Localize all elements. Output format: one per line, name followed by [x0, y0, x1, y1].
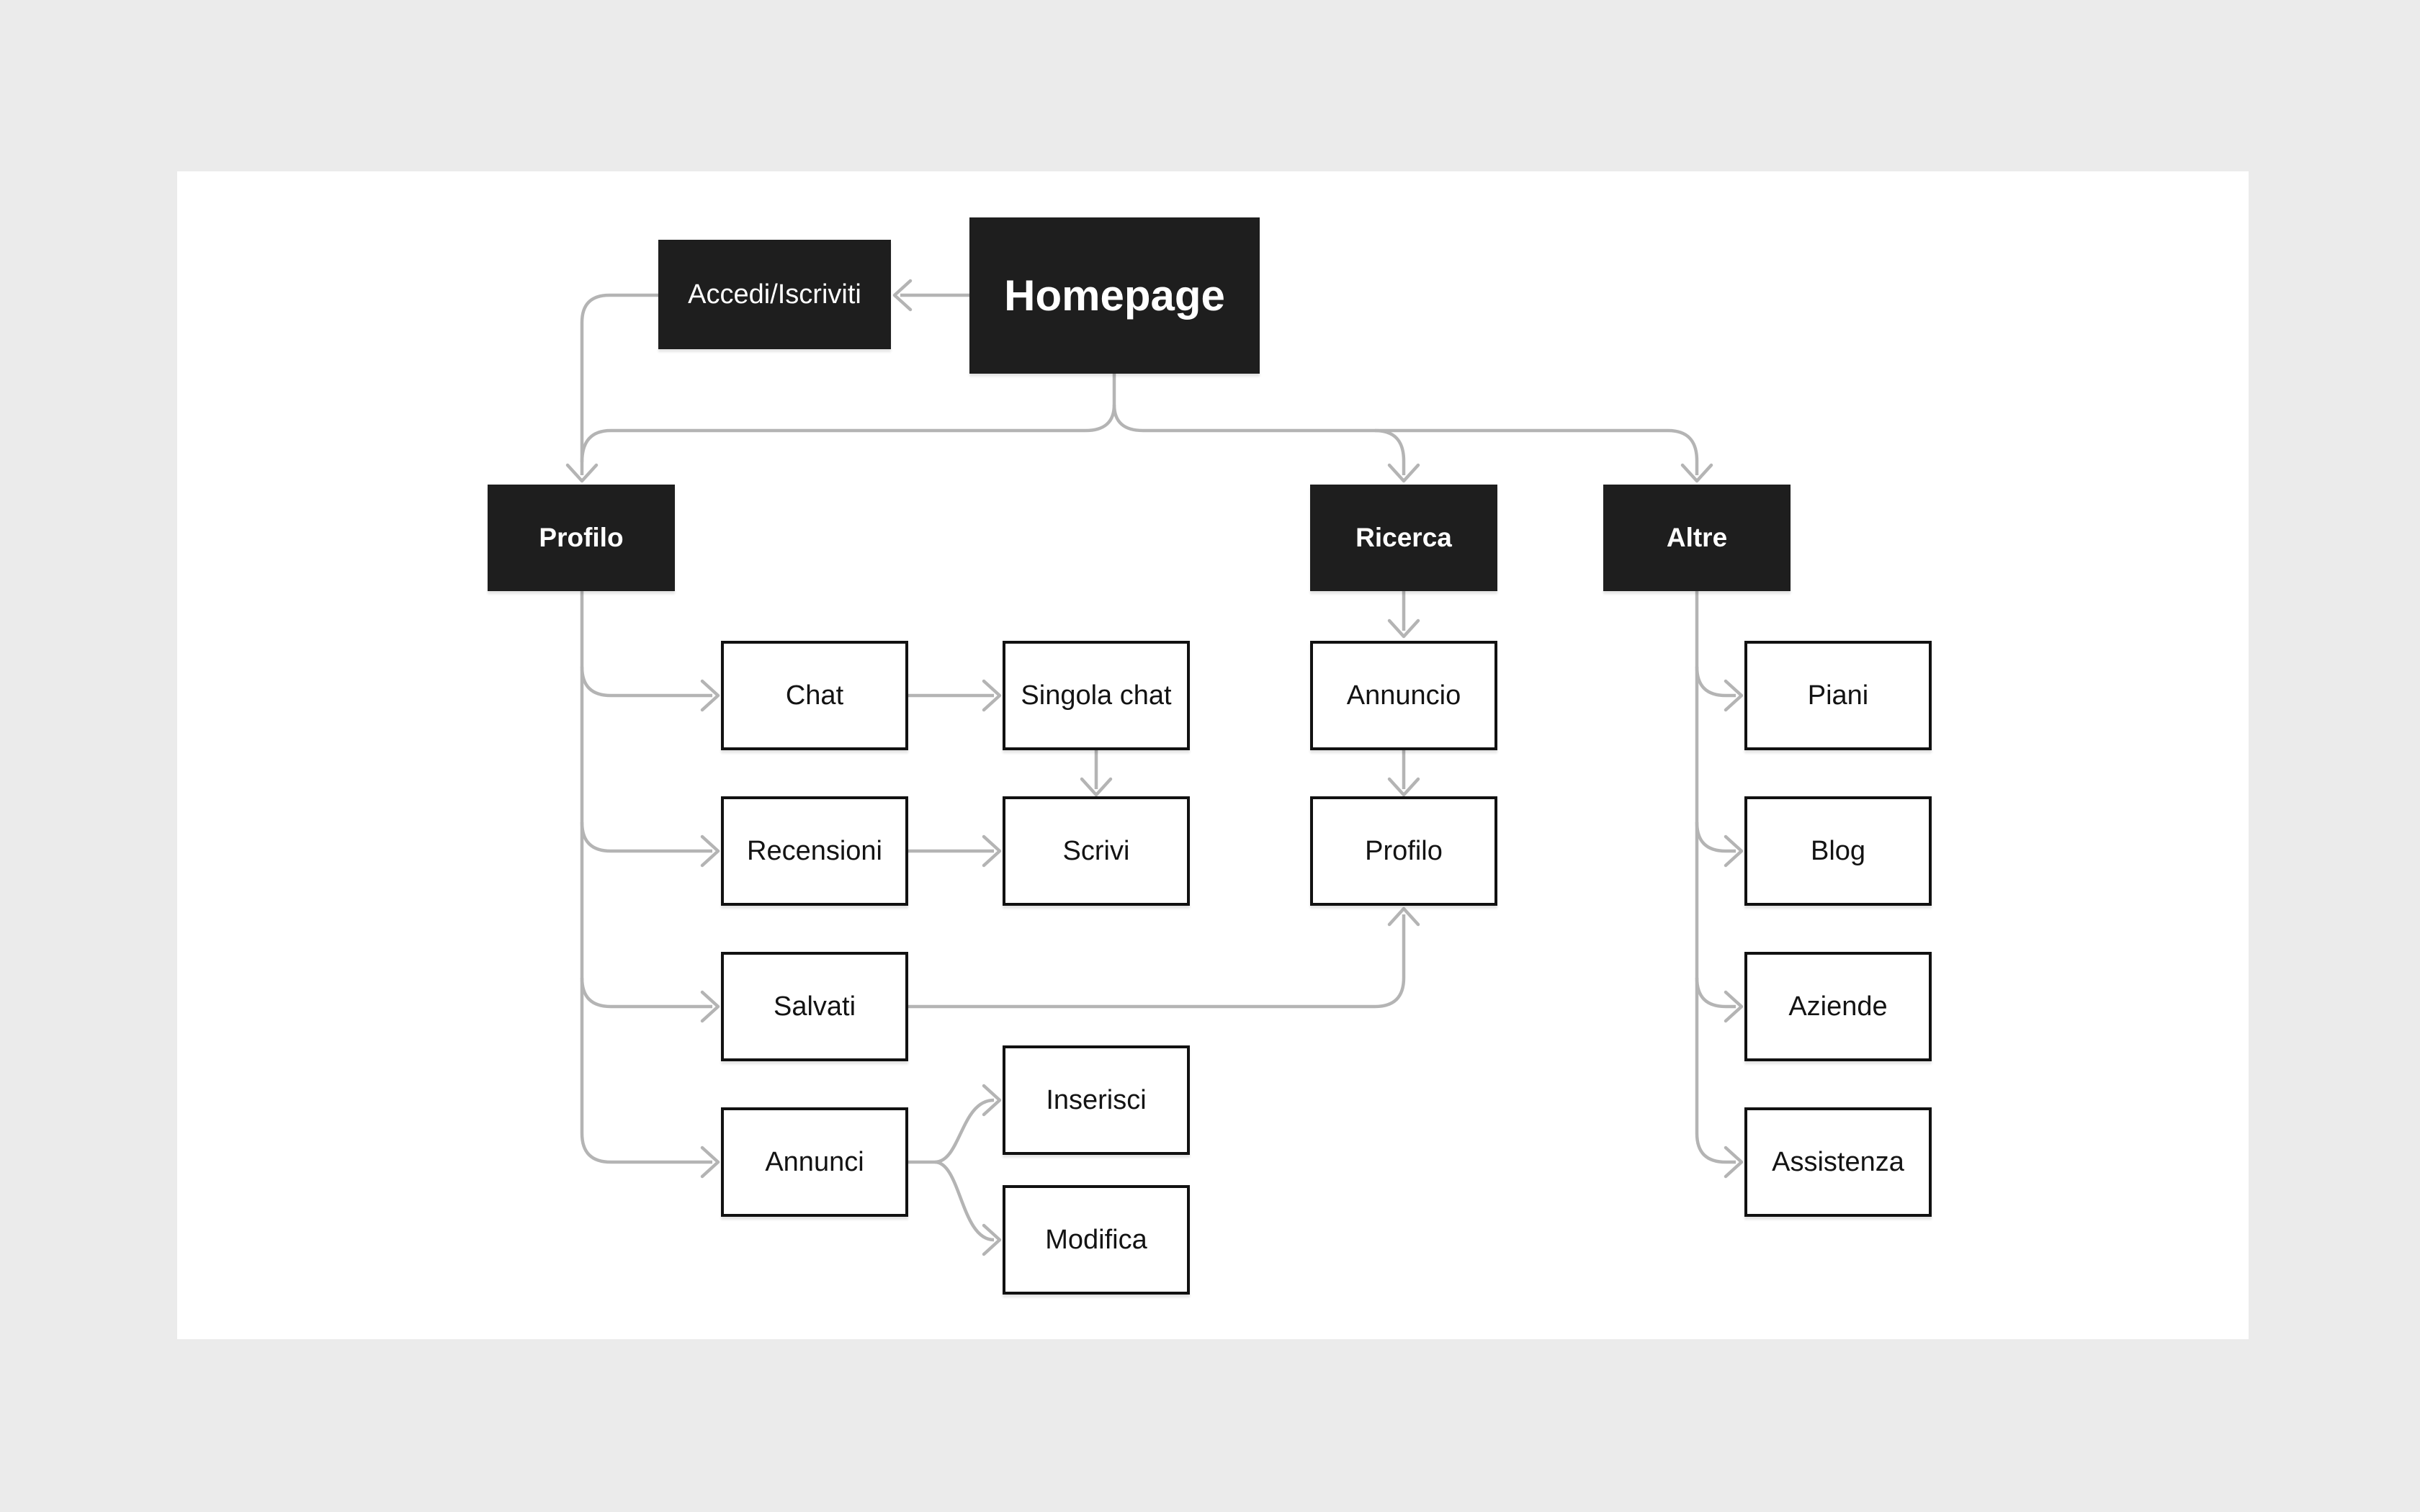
node-accedi-iscriviti: Accedi/Iscriviti	[658, 240, 891, 349]
node-altre-section: Altre	[1603, 485, 1791, 591]
node-scrivi: Scrivi	[1003, 796, 1190, 906]
node-piani: Piani	[1744, 641, 1932, 750]
node-profilo-detail: Profilo	[1310, 796, 1497, 906]
node-singola-chat: Singola chat	[1003, 641, 1190, 750]
node-chat: Chat	[721, 641, 908, 750]
node-ricerca-section: Ricerca	[1310, 485, 1497, 591]
node-profilo-section: Profilo	[488, 485, 675, 591]
node-blog: Blog	[1744, 796, 1932, 906]
node-assistenza: Assistenza	[1744, 1107, 1932, 1217]
node-modifica: Modifica	[1003, 1185, 1190, 1295]
node-aziende: Aziende	[1744, 952, 1932, 1061]
node-inserisci: Inserisci	[1003, 1045, 1190, 1155]
node-recensioni: Recensioni	[721, 796, 908, 906]
node-annuncio: Annuncio	[1310, 641, 1497, 750]
node-salvati: Salvati	[721, 952, 908, 1061]
node-annunci: Annunci	[721, 1107, 908, 1217]
node-homepage: Homepage	[969, 217, 1260, 374]
